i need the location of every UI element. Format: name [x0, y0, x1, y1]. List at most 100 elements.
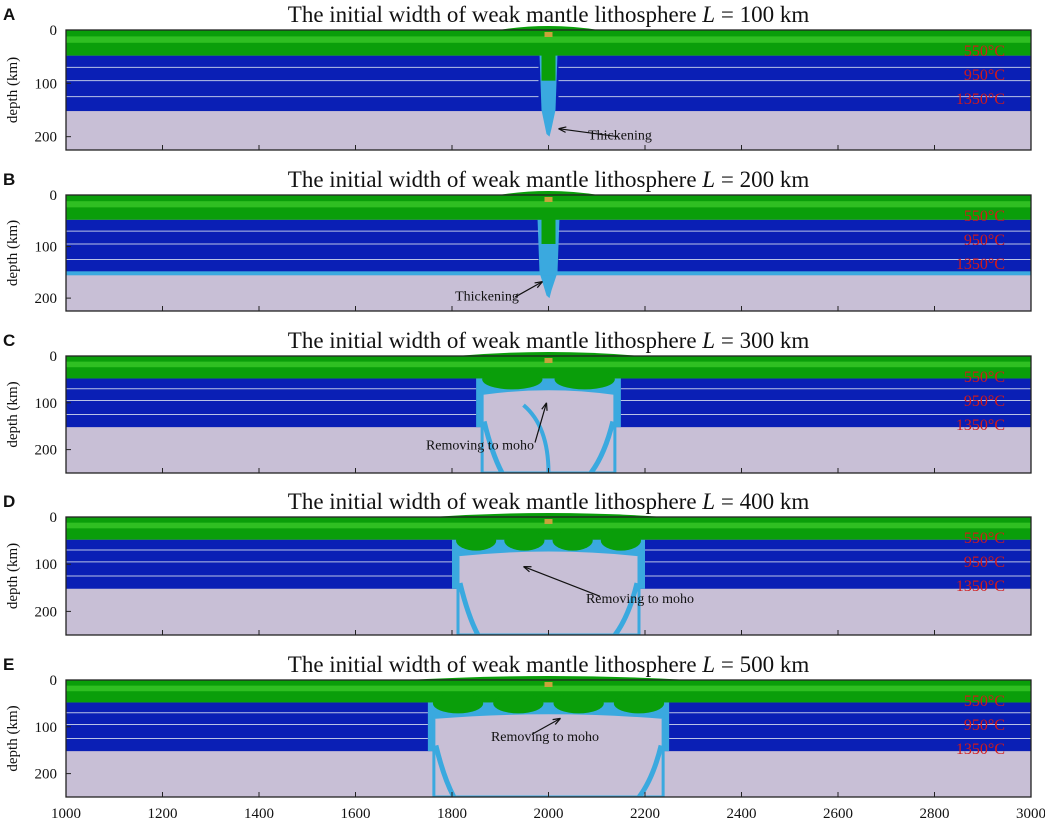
- y-tick-label: 0: [50, 349, 58, 365]
- y-tick-label: 100: [35, 396, 58, 412]
- x-tick-label: 1800: [437, 806, 467, 822]
- topography: [456, 352, 641, 356]
- crustal-block: [482, 369, 543, 390]
- annotation-arrow: [558, 128, 619, 138]
- isotherm-label: 1350°C: [956, 417, 1005, 434]
- panel-b: 0 100 200 depth (km) B The initial width of w…: [3, 167, 1032, 312]
- x-tick-label: 2400: [727, 806, 757, 822]
- arrow-head: [541, 402, 548, 411]
- annotation-label: Removing to moho: [586, 592, 694, 607]
- panel-letter: A: [3, 5, 15, 24]
- topography: [498, 26, 599, 30]
- drip-limb: [522, 403, 551, 473]
- annotation-arrow: [534, 402, 548, 443]
- y-tick-label: 0: [50, 673, 58, 689]
- isotherm-label: 1350°C: [956, 578, 1005, 595]
- sediment: [544, 197, 553, 202]
- y-axis-label: depth (km): [5, 381, 21, 447]
- panel-title: The initial width of weak mantle lithosp…: [288, 489, 810, 514]
- annotation-arrow: [514, 281, 543, 298]
- panel-c: 0 100 200 depth (km) C The initial width of w…: [3, 328, 1032, 474]
- isotherm-label: 550°C: [964, 693, 1005, 710]
- crustal-block: [553, 693, 604, 714]
- isotherm-label: 950°C: [964, 232, 1005, 249]
- sediment: [544, 32, 553, 37]
- x-tick-label: 3000: [1016, 806, 1045, 822]
- y-tick-label: 200: [35, 767, 58, 783]
- annotation-label: Removing to moho: [426, 439, 534, 454]
- y-axis-label: depth (km): [5, 543, 21, 609]
- isotherm-label: 550°C: [964, 208, 1005, 225]
- y-axis-label: depth (km): [5, 705, 21, 771]
- x-tick-label: 1200: [148, 806, 178, 822]
- isotherm-label: 1350°C: [956, 256, 1005, 273]
- crust-band: [66, 522, 1031, 529]
- drip-limb: [612, 582, 640, 635]
- crustal-block: [432, 693, 484, 714]
- arrow-head: [534, 281, 543, 289]
- crustal-root: [541, 54, 556, 81]
- y-tick-label: 0: [50, 188, 58, 204]
- y-tick-label: 100: [35, 76, 58, 92]
- annotation-label: Thickening: [455, 290, 519, 305]
- y-tick-label: 200: [35, 443, 58, 459]
- y-tick-label: 200: [35, 604, 58, 620]
- drip-limb: [457, 582, 481, 635]
- annotation-label: Thickening: [588, 128, 652, 143]
- crustal-block: [600, 530, 641, 551]
- panel-title: The initial width of weak mantle lithosp…: [288, 652, 810, 677]
- x-tick-label: 1600: [341, 806, 371, 822]
- isotherm-label: 1350°C: [956, 91, 1005, 108]
- panel-letter: B: [3, 170, 15, 189]
- arrow-head: [552, 717, 561, 725]
- x-tick-label: 2000: [534, 806, 564, 822]
- crust-band: [66, 36, 1031, 43]
- y-tick-label: 200: [35, 291, 58, 307]
- annotation-arrow: [523, 566, 601, 597]
- isotherm-label: 950°C: [964, 554, 1005, 571]
- y-tick-label: 0: [50, 23, 58, 39]
- removed-lithosphere: [432, 711, 665, 797]
- drip-limb: [481, 420, 505, 473]
- x-tick-label: 1400: [244, 806, 274, 822]
- x-tick-label: 2600: [823, 806, 853, 822]
- crustal-block: [554, 369, 615, 390]
- y-tick-label: 0: [50, 510, 58, 526]
- sediment: [544, 682, 553, 687]
- isotherm-label: 550°C: [964, 369, 1005, 386]
- panel-title: The initial width of weak mantle lithosp…: [288, 328, 810, 353]
- y-tick-label: 100: [35, 720, 58, 736]
- x-tick-label: 1000: [51, 806, 81, 822]
- crustal-block: [456, 530, 497, 551]
- isotherm-label: 550°C: [964, 43, 1005, 60]
- panel-letter: C: [3, 331, 15, 350]
- crustal-block: [504, 530, 545, 551]
- crust-band: [66, 201, 1031, 208]
- y-tick-label: 100: [35, 240, 58, 256]
- x-tick-label: 2200: [630, 806, 660, 822]
- panel-title: The initial width of weak mantle lithosp…: [288, 2, 810, 27]
- annotation-label: Removing to moho: [491, 730, 599, 745]
- y-axis-label: depth (km): [5, 220, 21, 286]
- isotherm-label: 950°C: [964, 717, 1005, 734]
- panel-letter: E: [3, 655, 14, 674]
- topography: [498, 191, 599, 195]
- sediment: [544, 519, 553, 524]
- isotherm-label: 1350°C: [956, 741, 1005, 758]
- thermal-boundary-layer: [66, 271, 1031, 276]
- crustal-root: [541, 218, 556, 244]
- annotation-arrow: [531, 717, 561, 735]
- crustal-block: [552, 530, 593, 551]
- isotherm-label: 550°C: [964, 530, 1005, 547]
- crust-band: [66, 361, 1031, 368]
- topography: [407, 676, 690, 680]
- y-tick-label: 100: [35, 557, 58, 573]
- isotherm-label: 950°C: [964, 67, 1005, 84]
- arrow-head: [558, 126, 567, 133]
- crustal-block: [493, 693, 544, 714]
- panel-title: The initial width of weak mantle lithosp…: [288, 167, 810, 192]
- panel-e: 0 100 200 depth (km) E The initial width of w…: [3, 652, 1032, 798]
